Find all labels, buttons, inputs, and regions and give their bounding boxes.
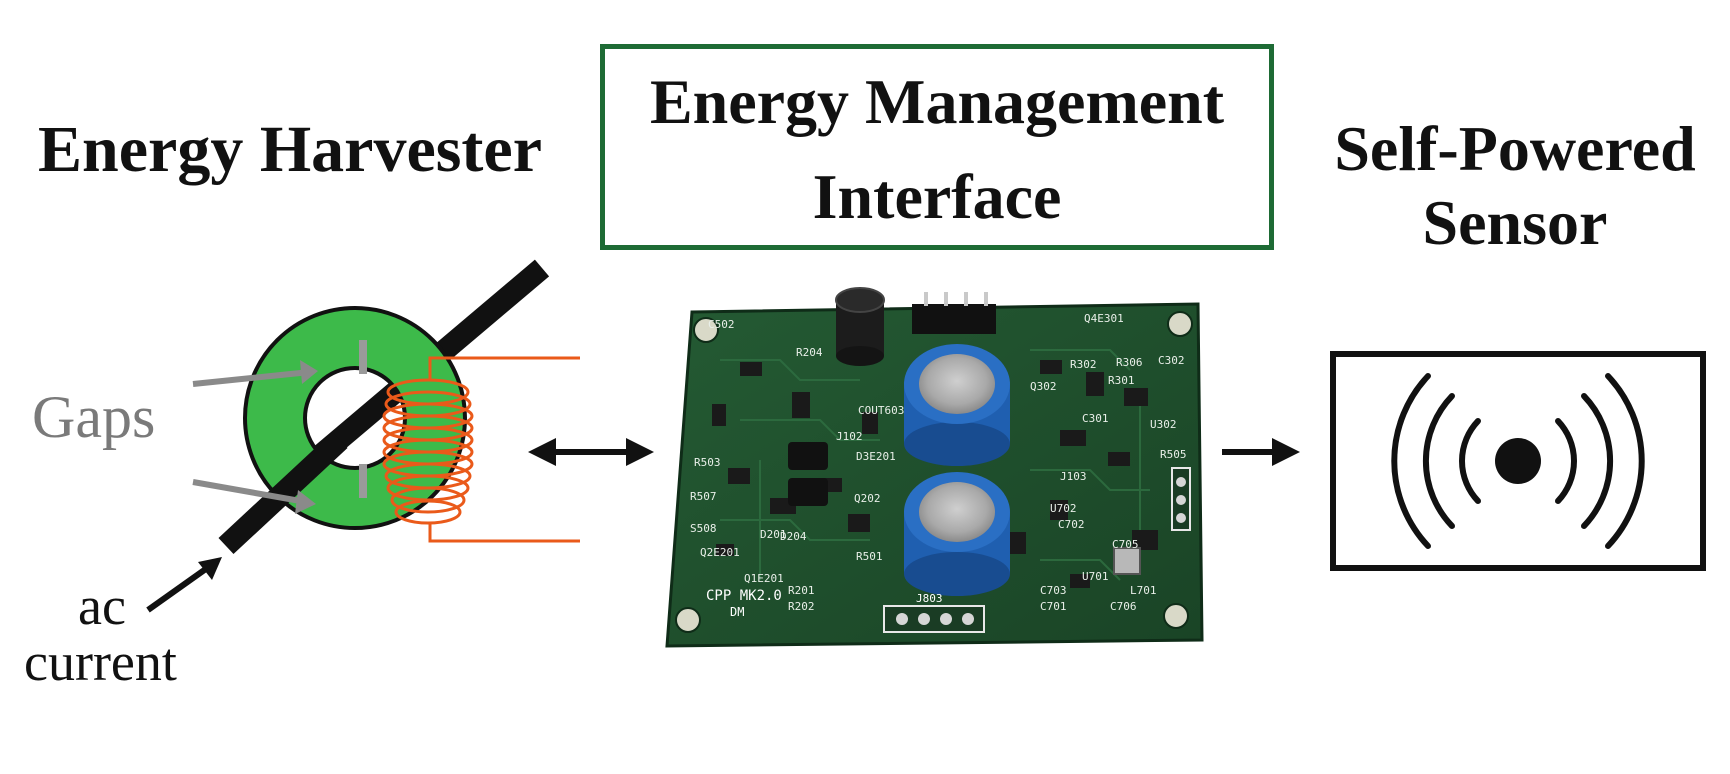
right-arrow-icon: [1222, 438, 1300, 466]
ic-chip: [788, 442, 828, 470]
silkscreen-label: R202: [788, 600, 815, 613]
gap-arrow-top: [192, 369, 311, 387]
pcb-board: C502 R204 COUT603 Q4E301 R302 R306 C302 …: [665, 287, 1204, 648]
silkscreen-label: C705: [1112, 538, 1139, 551]
board-revision-text: CPP MK2.0: [706, 588, 782, 604]
silkscreen-label: C302: [1158, 354, 1185, 367]
silkscreen-label: Q2E201: [700, 546, 740, 559]
self-powered-sensor-box: [1330, 351, 1706, 571]
toroid-harvester: [146, 259, 580, 613]
winding-coil: [382, 356, 580, 543]
self-powered-sensor-title-line2: Sensor: [1422, 187, 1608, 258]
supercapacitor-bottom: [904, 472, 1010, 596]
ac-current-arrow: [146, 563, 212, 613]
board-initials-text: DM: [730, 605, 744, 619]
silkscreen-label: U701: [1082, 570, 1109, 583]
silkscreen-label: J102: [836, 430, 863, 443]
silkscreen-label: C703: [1040, 584, 1067, 597]
silkscreen-label: C701: [1040, 600, 1067, 613]
silkscreen-label: R505: [1160, 448, 1187, 461]
silkscreen-label: R302: [1070, 358, 1097, 371]
energy-harvester-title: Energy Harvester: [38, 113, 542, 186]
double-arrow-icon: [528, 438, 654, 466]
silkscreen-label: C502: [708, 318, 735, 331]
silkscreen-label: C706: [1110, 600, 1137, 613]
wireless-broadcast-icon: [1391, 373, 1645, 549]
silkscreen-label: C702: [1058, 518, 1085, 531]
silkscreen-label: R204: [796, 346, 823, 359]
pin-header: [912, 304, 996, 334]
jumper-label: J803: [916, 592, 943, 605]
silkscreen-label: R501: [856, 550, 883, 563]
ac-label: ac: [78, 576, 126, 636]
silkscreen-label: L701: [1130, 584, 1157, 597]
silkscreen-label: J103: [1060, 470, 1087, 483]
ic-chip: [788, 478, 828, 506]
silkscreen-label: U702: [1050, 502, 1077, 515]
silkscreen-label: Q1E201: [744, 572, 784, 585]
energy-management-title-line2: Interface: [812, 161, 1062, 232]
silkscreen-label: Q302: [1030, 380, 1057, 393]
silkscreen-label: COUT603: [858, 404, 904, 417]
silkscreen-label: Q202: [854, 492, 881, 505]
silkscreen: C502 R204 COUT603 Q4E301 R302 R306 C302 …: [690, 312, 1187, 613]
silkscreen-label: Q4E301: [1084, 312, 1124, 325]
energy-management-title-line1: Energy Management: [649, 66, 1225, 137]
silkscreen-label: D3E201: [856, 450, 896, 463]
inductor: [1113, 547, 1141, 575]
silkscreen-label: U302: [1150, 418, 1177, 431]
self-powered-sensor-title-line1: Self-Powered: [1334, 113, 1696, 184]
conductor-front: [218, 431, 348, 555]
silkscreen-label: D204: [780, 530, 807, 543]
current-label: current: [24, 632, 177, 692]
silkscreen-label: C301: [1082, 412, 1109, 425]
silkscreen-label: R301: [1108, 374, 1135, 387]
gaps-label: Gaps: [32, 384, 156, 450]
energy-management-box: [600, 44, 1274, 250]
silkscreen-label: R507: [690, 490, 717, 503]
silkscreen-label: D201: [760, 528, 787, 541]
silkscreen-label: R503: [694, 456, 721, 469]
gap-arrow-bottom: [192, 479, 307, 505]
silkscreen-label: S508: [690, 522, 717, 535]
silkscreen-label: R306: [1116, 356, 1143, 369]
supercapacitor-top: [904, 344, 1010, 466]
silkscreen-label: R201: [788, 584, 815, 597]
